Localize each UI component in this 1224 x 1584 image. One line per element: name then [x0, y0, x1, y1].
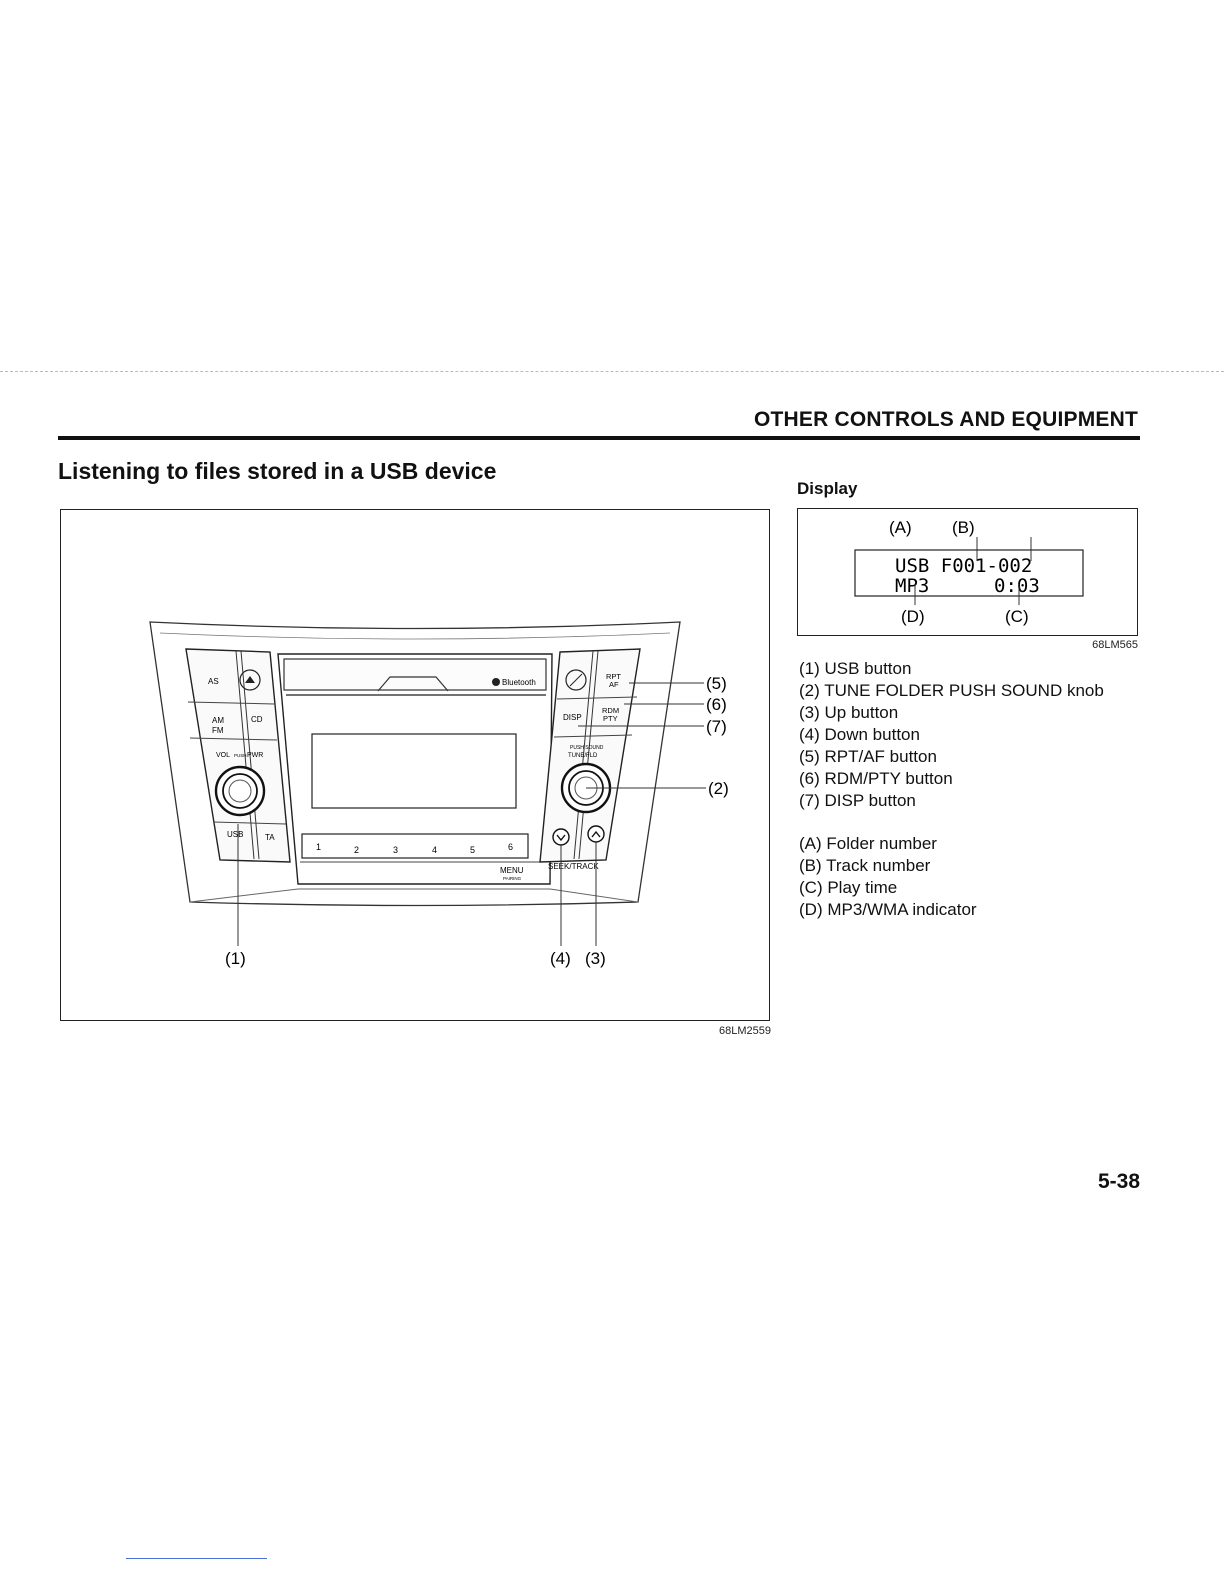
header-rule [58, 436, 1140, 440]
legend-item: (A) Folder number [799, 834, 937, 853]
af-label: AF [609, 680, 619, 689]
radio-unit-figure: AS AM FM CD VOL PUSH PWR USB TA Bluetoot… [60, 509, 770, 1021]
vol-push-label: PUSH [234, 753, 247, 758]
legend-item: (B) Track number [799, 856, 931, 875]
menu-label: MENU [500, 866, 524, 875]
legend-item: (D) MP3/WMA indicator [799, 900, 977, 919]
callout-5: (5) [706, 674, 727, 693]
lcd-line-2-right: 0:03 [994, 575, 1040, 597]
rdm-label: RDM [602, 706, 619, 715]
ta-label: TA [265, 833, 275, 842]
page-heading: Listening to files stored in a USB devic… [58, 458, 497, 484]
legend-item: (C) Play time [799, 878, 898, 897]
marker-b: (B) [952, 518, 975, 537]
preset-4-label: 4 [432, 845, 437, 855]
seek-track-label: SEEK/TRACK [548, 862, 599, 871]
usb-label: USB [227, 830, 243, 839]
callout-3: (3) [585, 949, 606, 968]
tune-fld-label: TUNE/FLD [568, 753, 598, 759]
preset-5-label: 5 [470, 845, 475, 855]
legend-item: (4) Down button [799, 725, 920, 744]
preset-6-label: 6 [508, 842, 513, 852]
preset-2-label: 2 [354, 845, 359, 855]
marker-d: (D) [901, 607, 925, 626]
lcd-line-2-left: MP3 [895, 575, 929, 597]
vol-label: VOL [216, 752, 230, 759]
cd-label: CD [251, 715, 263, 724]
callout-1: (1) [225, 949, 246, 968]
radio-figure-code: 68LM2559 [719, 1025, 771, 1037]
lcd-display-figure: (A) (B) USB F001-002 MP3 0:03 (D) (C) [797, 508, 1138, 636]
marker-c: (C) [1005, 607, 1029, 626]
callout-6: (6) [706, 695, 727, 714]
disp-label: DISP [563, 713, 582, 722]
bluetooth-label: Bluetooth [502, 678, 536, 687]
scan-artifact-line [0, 371, 1224, 372]
page-number: 5-38 [1097, 1170, 1140, 1193]
callout-2: (2) [708, 779, 729, 798]
marker-a: (A) [889, 518, 912, 537]
callout-4: (4) [550, 949, 571, 968]
lettered-legend: (A) Folder number (B) Track number (C) P… [799, 833, 977, 921]
callout-7: (7) [706, 717, 727, 736]
legend-item: (6) RDM/PTY button [799, 769, 953, 788]
legend-item: (1) USB button [799, 659, 912, 678]
legend-item: (5) RPT/AF button [799, 747, 937, 766]
bottom-rule [126, 1558, 267, 1559]
rpt-label: RPT [606, 672, 621, 681]
legend-item: (2) TUNE FOLDER PUSH SOUND knob [799, 681, 1104, 700]
am-label: AM [212, 716, 224, 725]
pwr-label: PWR [247, 752, 263, 759]
numbered-legend: (1) USB button (2) TUNE FOLDER PUSH SOUN… [799, 658, 1104, 812]
preset-1-label: 1 [316, 842, 321, 852]
push-sound-label: PUSH SOUND [570, 745, 604, 751]
pairing-label: PAIRING [503, 876, 522, 881]
display-figure-code: 68LM565 [1092, 639, 1138, 651]
as-label: AS [208, 677, 219, 686]
legend-item: (7) DISP button [799, 791, 916, 810]
pty-label: PTY [603, 714, 618, 723]
section-title: OTHER CONTROLS AND EQUIPMENT [754, 408, 1138, 431]
display-heading: Display [797, 479, 858, 498]
fm-label: FM [212, 726, 224, 735]
preset-3-label: 3 [393, 845, 398, 855]
lcd-line-1: USB F001-002 [895, 555, 1032, 577]
legend-item: (3) Up button [799, 703, 899, 722]
